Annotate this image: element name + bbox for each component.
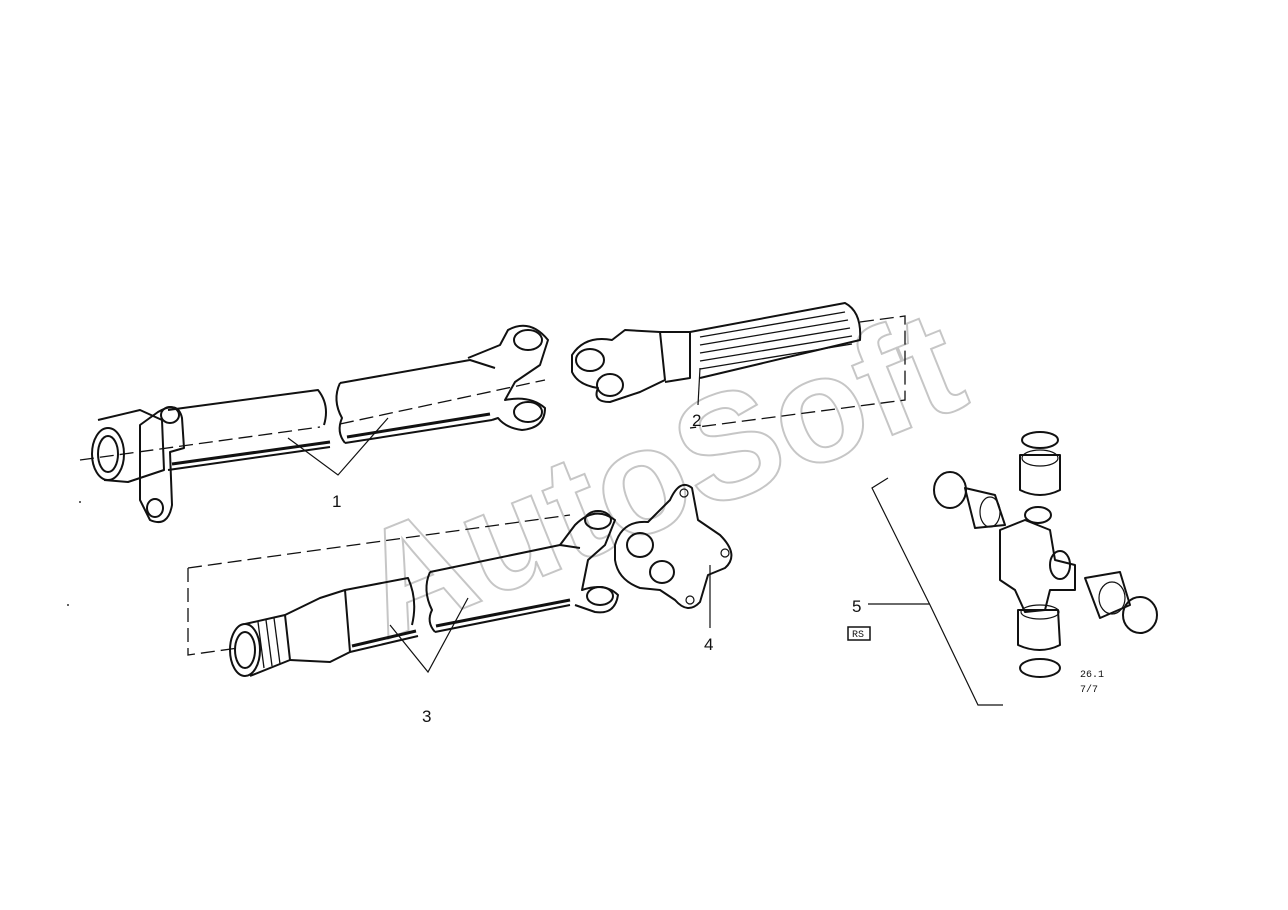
ref-page: 7/7	[1080, 684, 1098, 696]
part-3-rear-shaft	[229, 510, 619, 677]
leader-lines	[287, 367, 711, 674]
callout-2: 2	[692, 411, 701, 430]
callout-1: 1	[332, 492, 341, 511]
assembly-line-bottom	[187, 514, 571, 656]
ref-code: 26.1	[1080, 670, 1104, 681]
callout-5: 5	[852, 597, 861, 616]
part-1-front-shaft	[91, 324, 549, 524]
assembly-line-top	[79, 315, 906, 461]
scan-dot	[67, 604, 69, 606]
part-4-flange-yoke	[614, 484, 733, 609]
scan-dot	[79, 501, 81, 503]
part-2-splined-shaft	[571, 302, 862, 403]
rs-badge: RS	[852, 630, 864, 641]
part-5-universal-joint-kit	[868, 431, 1158, 706]
rs-badge-frame	[847, 626, 871, 641]
callout-4: 4	[704, 635, 713, 654]
callout-3: 3	[422, 707, 431, 726]
